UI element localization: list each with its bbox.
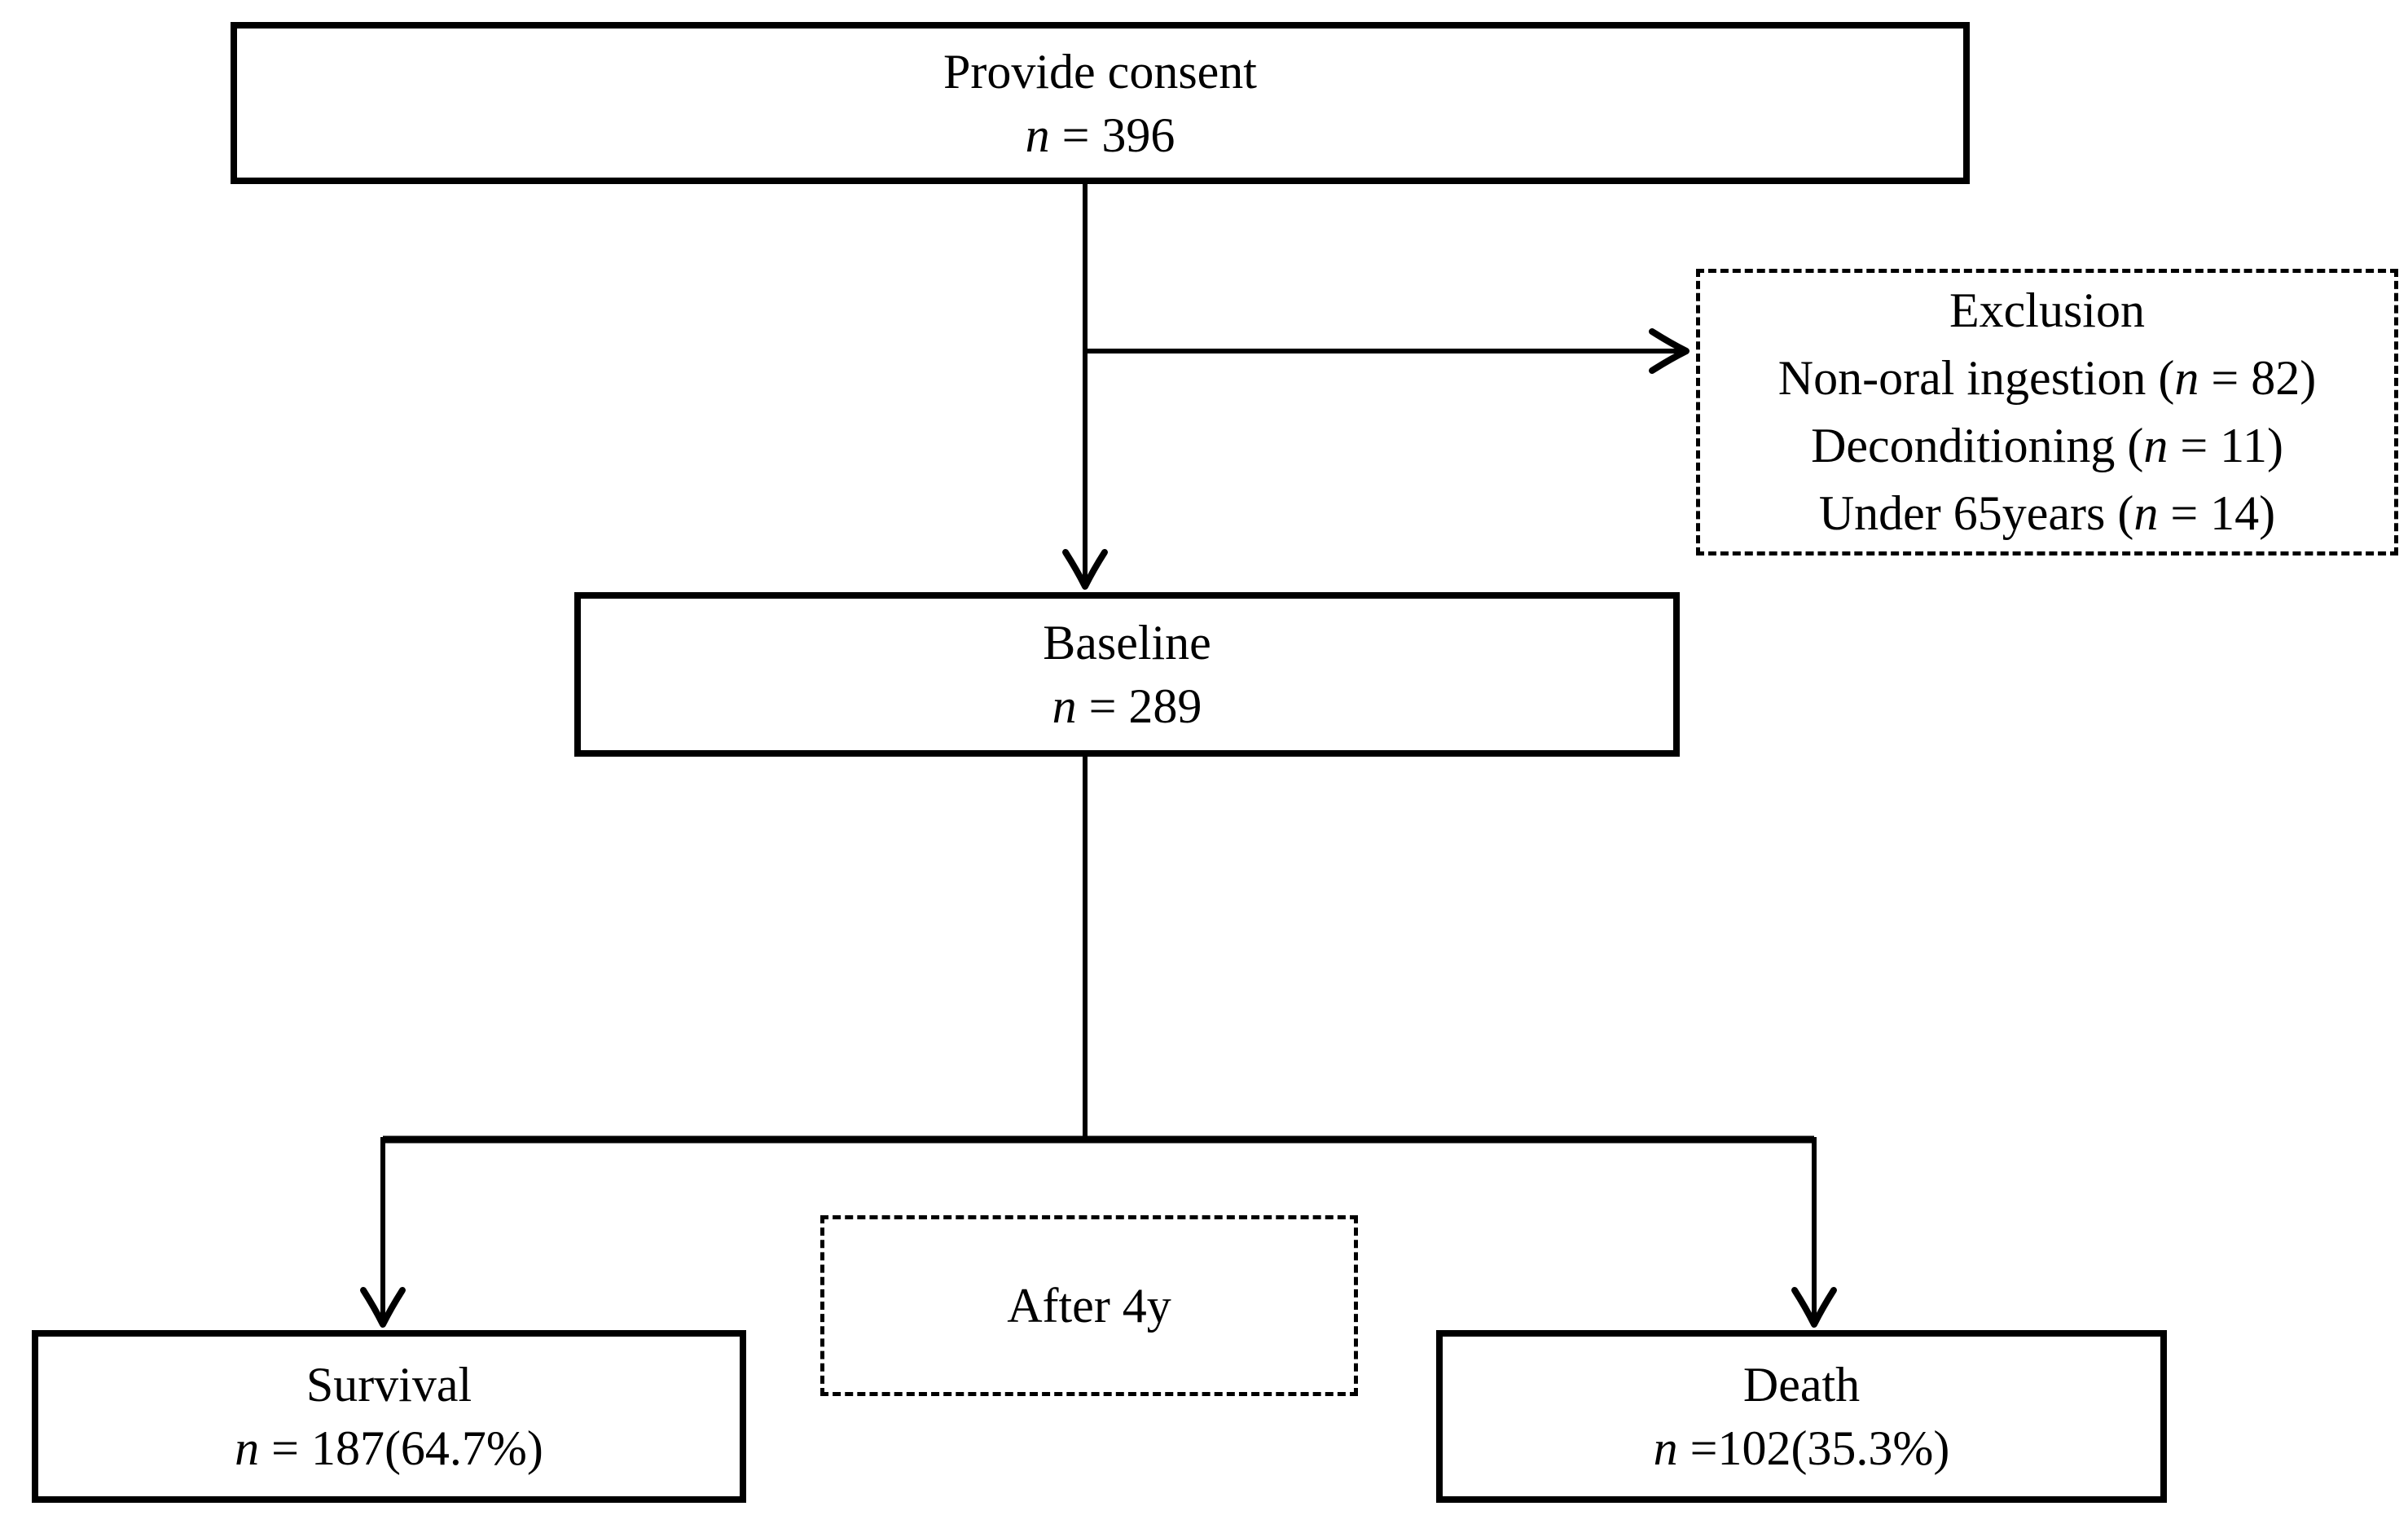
baseline-title: Baseline <box>1043 616 1211 670</box>
consent-n-symbol: n <box>1025 108 1050 162</box>
after-4y-box: After 4y <box>820 1215 1358 1396</box>
exclusion-item-count: = 14) <box>2158 485 2276 540</box>
death-count: n =102(35.3%) <box>1654 1416 1950 1480</box>
survival-count-value: = 187(64.7%) <box>259 1421 543 1475</box>
exclusion-item-n-symbol: n <box>2133 485 2159 540</box>
baseline-n-symbol: n <box>1052 679 1077 733</box>
baseline-count-value: = 289 <box>1076 679 1202 733</box>
survival-n-symbol: n <box>235 1421 260 1475</box>
exclusion-title: Exclusion <box>1949 283 2145 338</box>
after-4y-label: After 4y <box>1007 1279 1171 1333</box>
exclusion-item-label: Non-oral ingestion ( <box>1777 351 2175 406</box>
exclusion-item-n-symbol: n <box>2143 419 2169 472</box>
consent-title: Provide consent <box>943 44 1257 99</box>
baseline-box: Baseline n = 289 <box>574 592 1680 757</box>
exclusion-item-count: = 11) <box>2168 419 2283 472</box>
survival-count: n = 187(64.7%) <box>235 1416 543 1480</box>
exclusion-item-n-symbol: n <box>2174 351 2199 406</box>
exclusion-item: Under 65years (n = 14) <box>1819 480 2275 547</box>
consent-count-value: = 396 <box>1049 108 1175 162</box>
exclusion-item-count: = 82) <box>2199 351 2317 406</box>
death-n-symbol: n <box>1653 1421 1678 1475</box>
exclusion-item: Non-oral ingestion (n = 82) <box>1778 345 2316 412</box>
death-count-value: =102(35.3%) <box>1677 1421 1950 1475</box>
survival-box: Survival n = 187(64.7%) <box>32 1330 746 1503</box>
death-title: Death <box>1742 1358 1861 1412</box>
exclusion-item-label: Under 65years ( <box>1818 485 2134 540</box>
baseline-count: n = 289 <box>1052 674 1202 738</box>
consent-count: n = 396 <box>1026 103 1175 167</box>
death-box: Death n =102(35.3%) <box>1436 1330 2167 1503</box>
consent-box: Provide consent n = 396 <box>231 22 1970 184</box>
exclusion-box: Exclusion Non-oral ingestion (n = 82) De… <box>1696 269 2398 556</box>
survival-title: Survival <box>305 1358 472 1412</box>
exclusion-item-label: Deconditioning ( <box>1811 419 2144 472</box>
exclusion-item: Deconditioning (n = 11) <box>1811 412 2283 480</box>
